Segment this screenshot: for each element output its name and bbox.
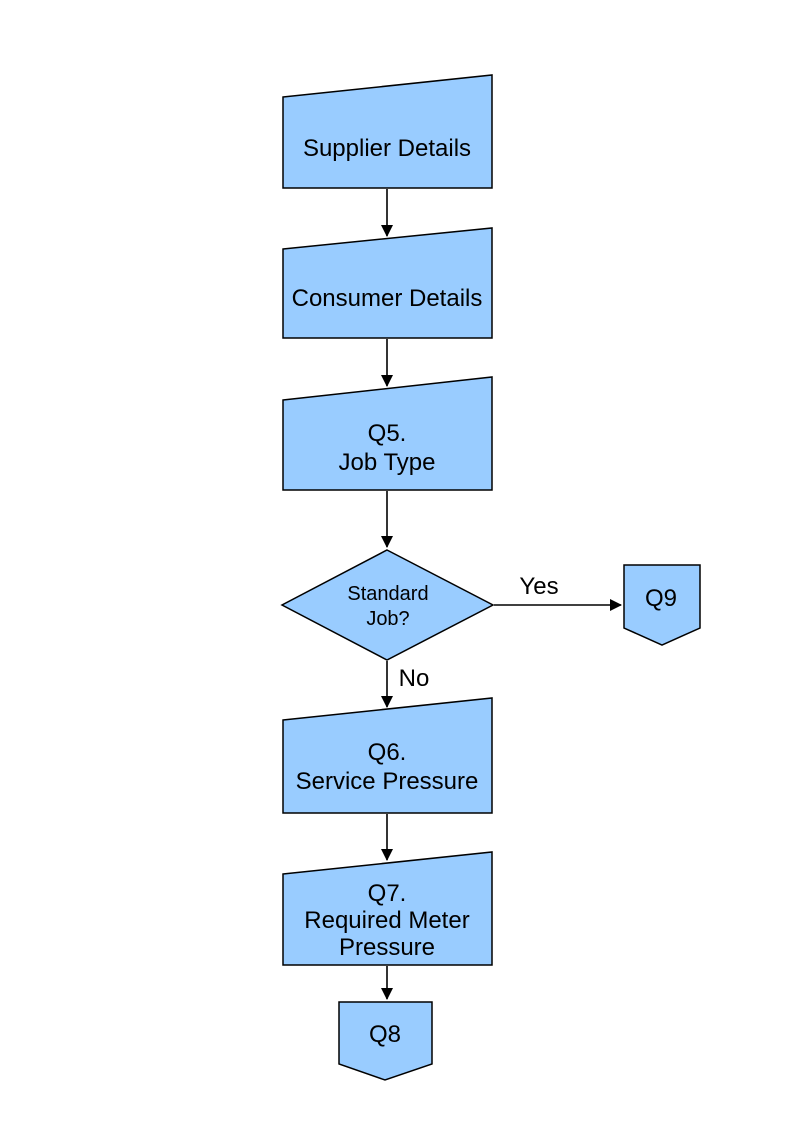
- label-q7-line2: Required Meter: [304, 907, 469, 934]
- edge-label-no: No: [399, 665, 430, 692]
- label-q8: Q8: [369, 1021, 401, 1048]
- node-q7-required-meter-pressure: [282, 851, 493, 966]
- label-decision-line1: Standard: [347, 583, 428, 605]
- node-supplier-details: [282, 74, 493, 189]
- node-q5-job-type: [282, 376, 493, 491]
- label-supplier-details: Supplier Details: [303, 135, 471, 162]
- node-q6-service-pressure: [282, 697, 493, 814]
- connector-q9: [623, 564, 701, 646]
- label-decision-line2: Job?: [366, 608, 409, 630]
- label-q7-line1: Q7.: [368, 880, 407, 907]
- decision-standard-job: [280, 549, 495, 661]
- label-q7-line3: Pressure: [339, 934, 435, 961]
- connector-q8: [338, 1001, 433, 1081]
- label-consumer-details: Consumer Details: [292, 285, 483, 312]
- label-q5-line2: Job Type: [339, 449, 436, 476]
- label-q6-line1: Q6.: [368, 739, 407, 766]
- label-q9: Q9: [645, 585, 677, 612]
- label-q6-line2: Service Pressure: [296, 768, 479, 795]
- node-consumer-details: [282, 227, 493, 339]
- label-q5-line1: Q5.: [368, 420, 407, 447]
- edge-label-yes: Yes: [519, 573, 558, 600]
